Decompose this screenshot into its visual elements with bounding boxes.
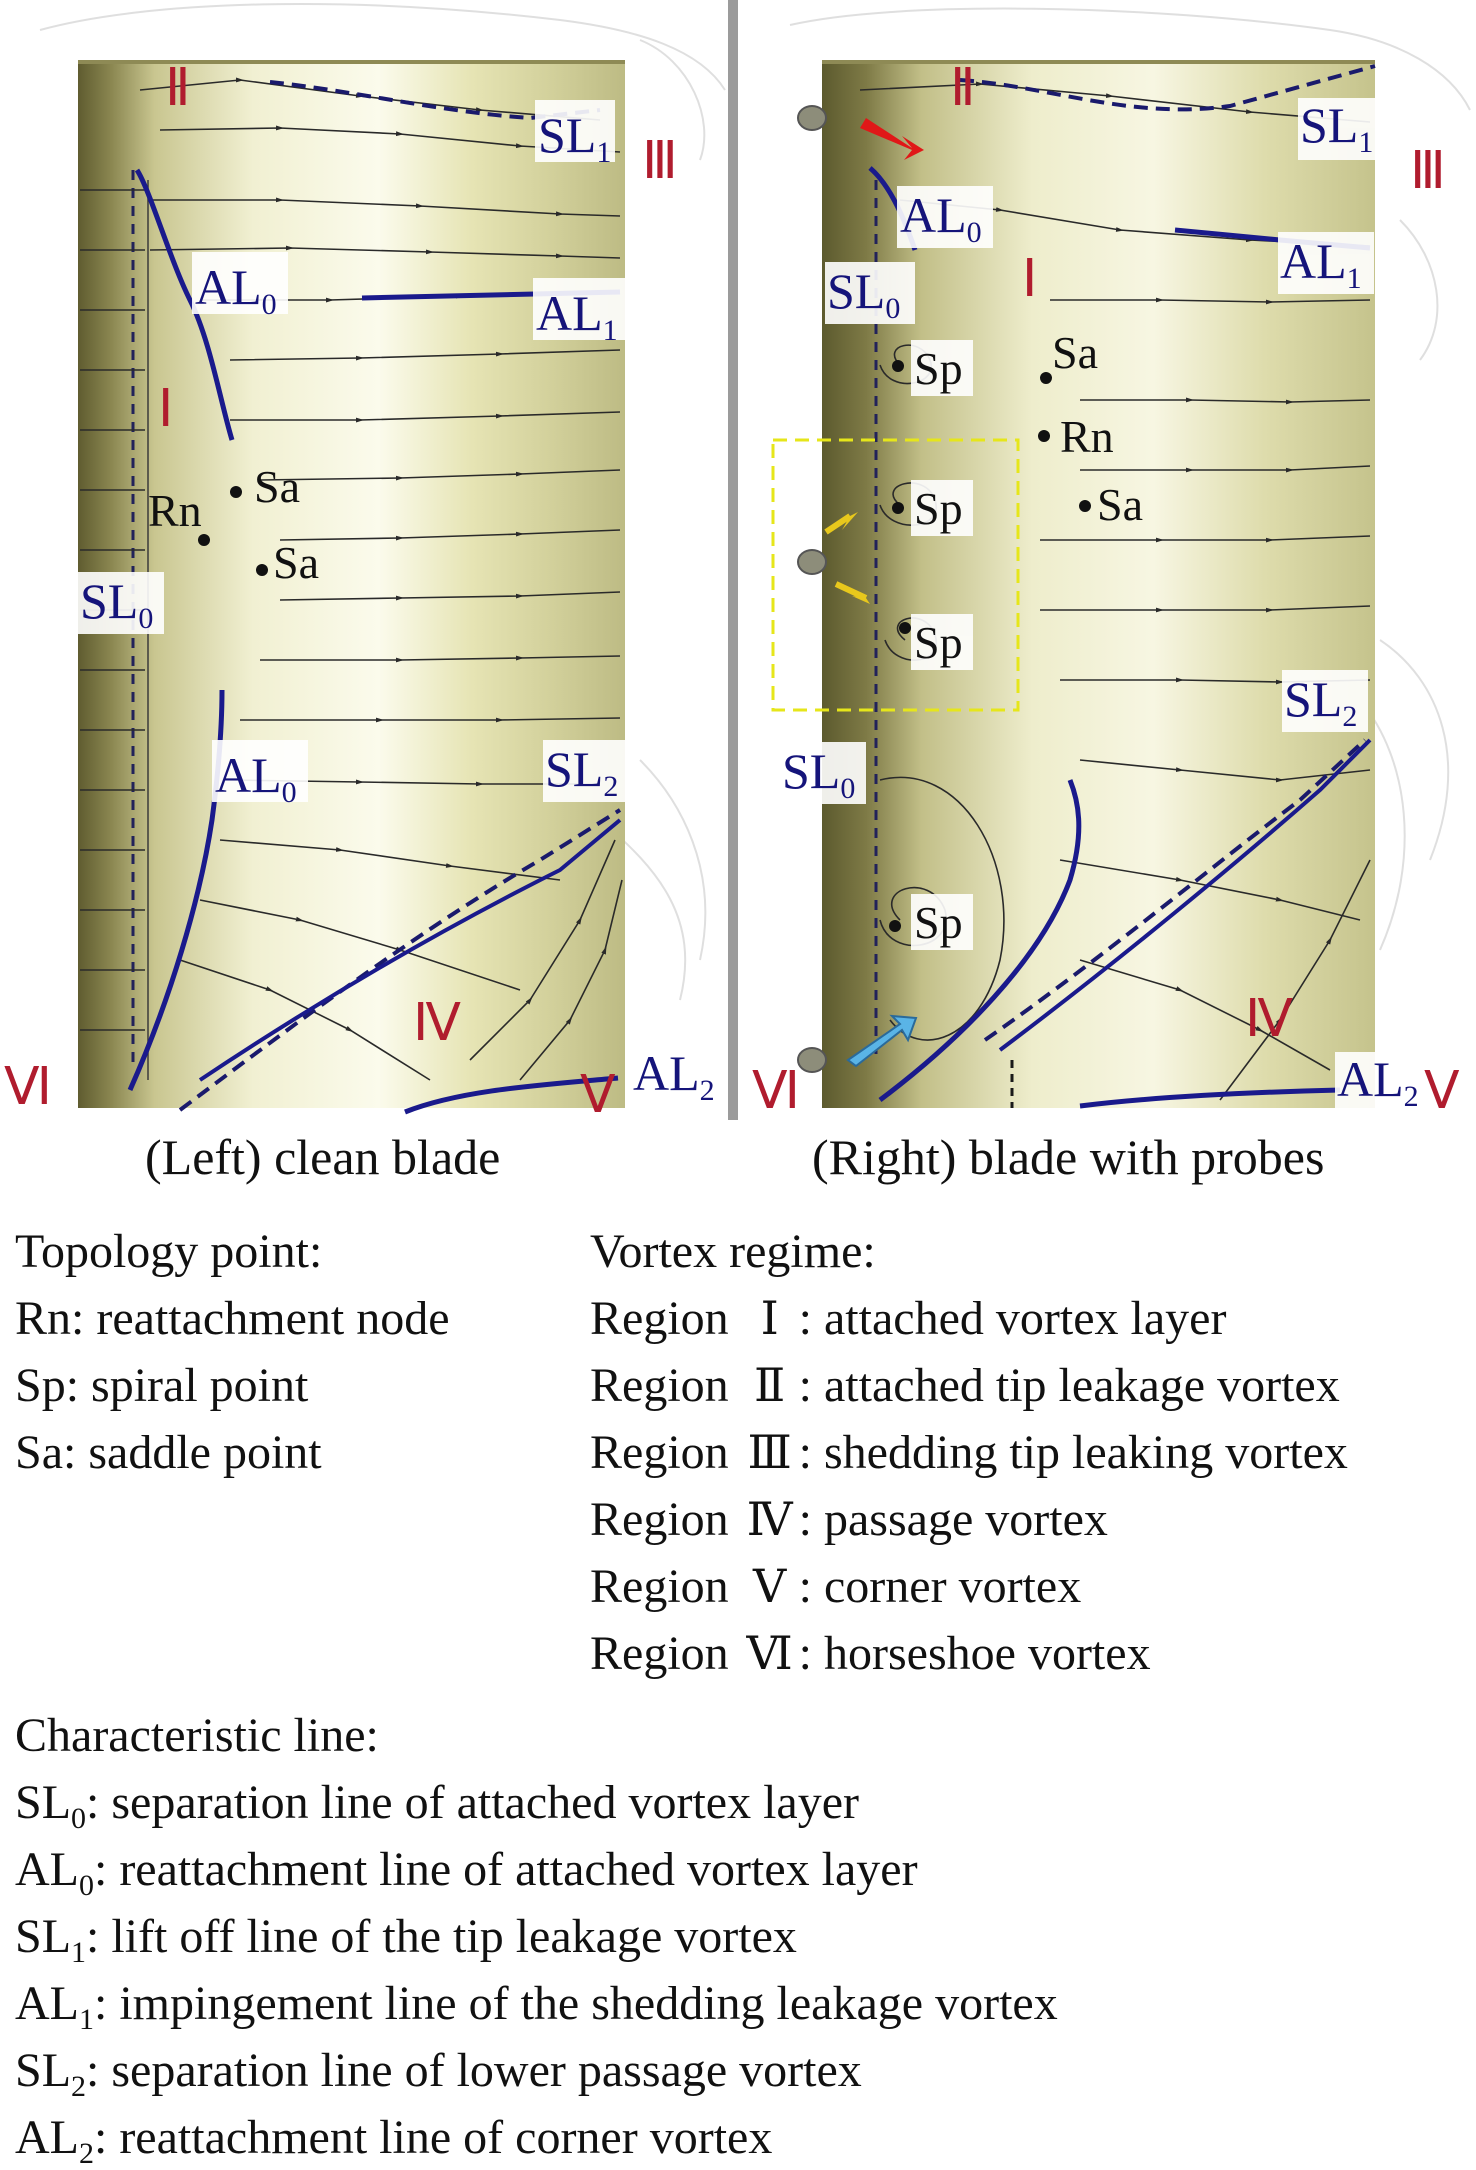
right-region-3: Ⅲ [1410,143,1446,200]
right-label-sl2: SL2 [1284,671,1357,733]
left-panel-caption: (Left) clean blade [145,1129,501,1185]
right-panel-caption: (Right) blade with probes [812,1129,1325,1185]
vortex-item-6: Region Ⅵ: horseshoe vortex [590,1627,1151,1680]
left-region-3: Ⅲ [642,133,678,190]
left-region-labels: Ⅰ Ⅱ Ⅲ Ⅳ Ⅴ Ⅵ [4,60,678,1120]
characteristic-item-sl1: SL1: lift off line of the tip leakage vo… [15,1910,797,1969]
left-label-sl2: SL2 [545,741,618,803]
right-label-al0: AL0 [900,187,982,249]
left-label-sl0: SL0 [80,573,153,635]
right-point-sa-1: Sa [1052,327,1098,378]
left-region-6: Ⅵ [4,1059,52,1116]
left-label-al0-lower: AL0 [215,747,297,809]
red-arrow [860,118,924,160]
left-point-rn: Rn [148,485,202,536]
vortex-item-1: Region Ⅰ: attached vortex layer [590,1292,1227,1345]
right-point-rn: Rn [1060,411,1114,462]
left-label-al0-upper: AL0 [195,259,277,321]
right-region-5: Ⅴ [1424,1063,1460,1120]
blade-surface-topology-figure: Ⅰ Ⅱ Ⅲ Ⅳ Ⅴ Ⅵ Ⅰ Ⅱ Ⅲ Ⅳ Ⅴ Ⅵ SL1 AL0 AL1 SL0 … [4,0,1471,1120]
right-point-sp-1: Sp [914,343,963,394]
right-region-1: Ⅰ [1022,251,1037,308]
panel-divider [728,0,738,1120]
right-label-sl1: SL1 [1300,97,1373,159]
right-label-sl0-lower: SL0 [782,743,855,805]
right-point-sa-2: Sa [1097,479,1143,530]
left-region-5: Ⅴ [580,1067,616,1120]
left-label-al2: AL2 [633,1045,715,1107]
left-region-1: Ⅰ [158,381,173,438]
topology-item-sp: Sp: spiral point [15,1359,309,1412]
right-point-sp-2: Sp [914,483,963,534]
topology-item-sa: Sa: saddle point [15,1426,322,1479]
vortex-item-2: Region Ⅱ: attached tip leakage vortex [590,1359,1340,1412]
right-region-2: Ⅱ [950,60,976,117]
characteristic-item-sl2: SL2: separation line of lower passage vo… [15,2044,862,2103]
topology-points [198,360,1091,932]
vortex-item-5: Region Ⅴ: corner vortex [590,1560,1082,1613]
right-region-4: Ⅳ [1245,991,1293,1048]
vortex-heading: Vortex regime: [590,1225,876,1278]
right-region-6: Ⅵ [752,1063,800,1120]
left-blade-panel [78,60,625,1115]
vortex-item-3: Region Ⅲ: shedding tip leaking vortex [590,1426,1348,1479]
right-label-al2: AL2 [1337,1051,1419,1113]
characteristic-item-sl0: SL0: separation line of attached vortex … [15,1776,860,1835]
left-point-sa-lower: Sa [273,537,319,588]
right-point-sp-4: Sp [914,897,963,948]
vortex-item-4: Region Ⅳ: passage vortex [590,1493,1108,1546]
left-label-sl1: SL1 [538,107,611,169]
characteristic-heading: Characteristic line: [15,1709,379,1762]
topology-heading: Topology point: [15,1225,323,1278]
blue-arrow [846,1014,918,1068]
left-region-4: Ⅳ [413,995,461,1052]
characteristic-item-al0: AL0: reattachment line of attached vorte… [15,1843,918,1902]
left-point-sa-upper: Sa [254,461,300,512]
probe-highlight-box [771,438,1020,712]
yellow-arrow-lower [834,581,868,601]
right-label-al1: AL1 [1280,233,1362,295]
left-label-al1: AL1 [536,285,618,347]
yellow-arrow-upper [824,513,852,535]
right-blade-panel [771,60,1376,1109]
right-region-labels: Ⅰ Ⅱ Ⅲ Ⅳ Ⅴ Ⅵ [752,60,1460,1120]
characteristic-item-al2: AL2: reattachment line of corner vortex [15,2111,773,2170]
legend: Topology point: Rn: reattachment node Sp… [0,1200,1476,2169]
topology-item-rn: Rn: reattachment node [15,1292,450,1345]
right-point-sp-3: Sp [914,617,963,668]
right-label-sl0-upper: SL0 [827,263,900,325]
left-region-2: Ⅱ [165,60,191,117]
characteristic-item-al1: AL1: impingement line of the shedding le… [15,1977,1058,2036]
